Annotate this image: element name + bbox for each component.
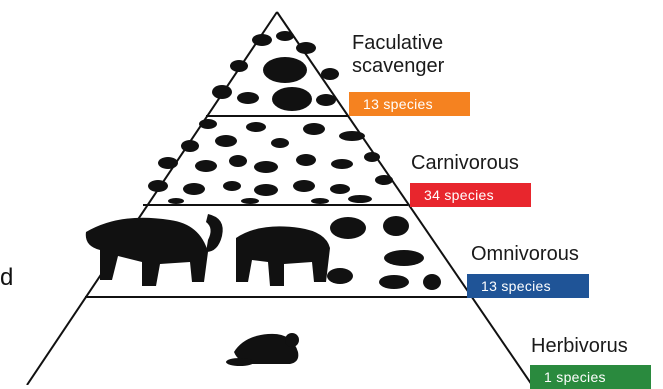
mammal-silhouettes-icon: [212, 31, 339, 111]
carnivore-silhouettes-icon: [148, 119, 393, 204]
species-badge-omnivorous: 13 species: [467, 274, 589, 298]
cropped-letter: d: [0, 264, 13, 292]
tier-label-herbivorus: Herbivorus: [531, 335, 628, 358]
bear-silhouettes-icon: [86, 214, 441, 290]
tier-label-faculative-scavenger: Faculative scavenger: [352, 32, 444, 78]
tier-label-omnivorous: Omnivorous: [471, 243, 579, 266]
tier-label-line-2: scavenger: [352, 55, 444, 77]
tier-label-carnivorous: Carnivorous: [411, 152, 519, 175]
tier-label-line-1: Faculative: [352, 32, 443, 54]
species-badge-faculative-scavenger: 13 species: [349, 92, 470, 116]
beaver-silhouette-icon: [226, 333, 299, 366]
species-badge-herbivorus: 1 species: [530, 365, 651, 389]
species-badge-carnivorous: 34 species: [410, 183, 531, 207]
